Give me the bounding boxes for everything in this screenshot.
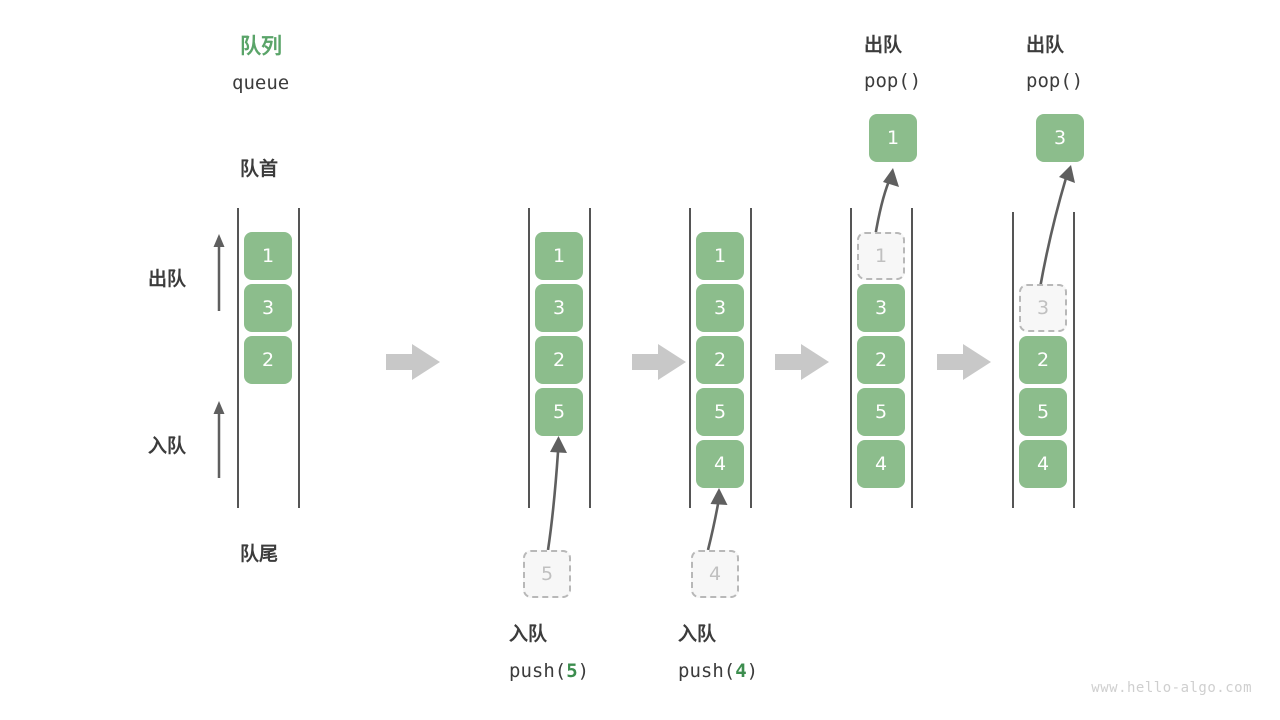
diagram-title-cn: 队列 [240, 34, 282, 58]
queue-cell-removed: 1 [857, 232, 905, 280]
pop-header-code: pop() [864, 70, 922, 92]
push-code-suffix: ) [577, 660, 590, 682]
queue-cell: 1 [535, 232, 583, 280]
push-code-arg: 5 [566, 660, 578, 682]
push-footer-code: push(5) [509, 662, 589, 681]
queue-cell: 3 [857, 284, 905, 332]
queue-cell: 2 [535, 336, 583, 384]
queue-cell: 5 [1019, 388, 1067, 436]
queue-tail-label: 队尾 [240, 543, 279, 565]
popped-value-box: 3 [1036, 114, 1084, 162]
queue-rail-left [237, 208, 239, 508]
queue-rail-right [298, 208, 300, 508]
pending-push-value: 5 [523, 550, 571, 598]
queue-cell: 1 [696, 232, 744, 280]
pop-header-label: 出队 [1026, 34, 1065, 56]
push-code-arg: 4 [735, 660, 747, 682]
queue-cell: 2 [857, 336, 905, 384]
queue-cell-new: 4 [696, 440, 744, 488]
pop-arrow-icon [1038, 165, 1075, 289]
dequeue-direction-arrow-icon [213, 234, 225, 311]
queue-cell: 3 [535, 284, 583, 332]
queue-rail-left [528, 208, 530, 508]
pop-header-label: 出队 [864, 34, 903, 56]
push-footer-label: 入队 [678, 623, 717, 645]
queue-cell: 2 [1019, 336, 1067, 384]
push-footer-code: push(4) [678, 662, 758, 681]
queue-cell: 2 [244, 336, 292, 384]
push-arrow-icon [546, 436, 567, 551]
step-connector-arrow-icon [937, 344, 991, 380]
diagram-title-en: queue [232, 72, 290, 94]
queue-rail-left [1012, 212, 1014, 508]
dequeue-side-label: 出队 [148, 268, 187, 290]
push-footer-label: 入队 [509, 623, 548, 645]
pop-arrow-icon [873, 168, 899, 238]
push-code-prefix: push( [678, 660, 736, 682]
queue-cell: 5 [857, 388, 905, 436]
popped-value-box: 1 [869, 114, 917, 162]
queue-cell: 3 [696, 284, 744, 332]
pop-header-code: pop() [1026, 70, 1084, 92]
step-connector-arrow-icon [632, 344, 686, 380]
step-connector-arrow-icon [775, 344, 829, 380]
site-watermark: www.hello-algo.com [1091, 680, 1252, 696]
push-arrow-icon [706, 488, 728, 551]
queue-rail-right [1073, 212, 1075, 508]
queue-cell-new: 5 [535, 388, 583, 436]
enqueue-direction-arrow-icon [213, 401, 225, 478]
queue-rail-right [911, 208, 913, 508]
queue-cell: 4 [857, 440, 905, 488]
queue-rail-left [689, 208, 691, 508]
queue-cell: 1 [244, 232, 292, 280]
queue-cell-removed: 3 [1019, 284, 1067, 332]
queue-cell: 2 [696, 336, 744, 384]
queue-cell: 5 [696, 388, 744, 436]
queue-rail-left [850, 208, 852, 508]
queue-rail-right [589, 208, 591, 508]
step-connector-arrow-icon [386, 344, 440, 380]
enqueue-side-label: 入队 [148, 435, 187, 457]
push-code-prefix: push( [509, 660, 567, 682]
queue-rail-right [750, 208, 752, 508]
queue-cell: 3 [244, 284, 292, 332]
push-code-suffix: ) [746, 660, 759, 682]
queue-head-label: 队首 [240, 158, 279, 180]
pending-push-value: 4 [691, 550, 739, 598]
queue-cell: 4 [1019, 440, 1067, 488]
